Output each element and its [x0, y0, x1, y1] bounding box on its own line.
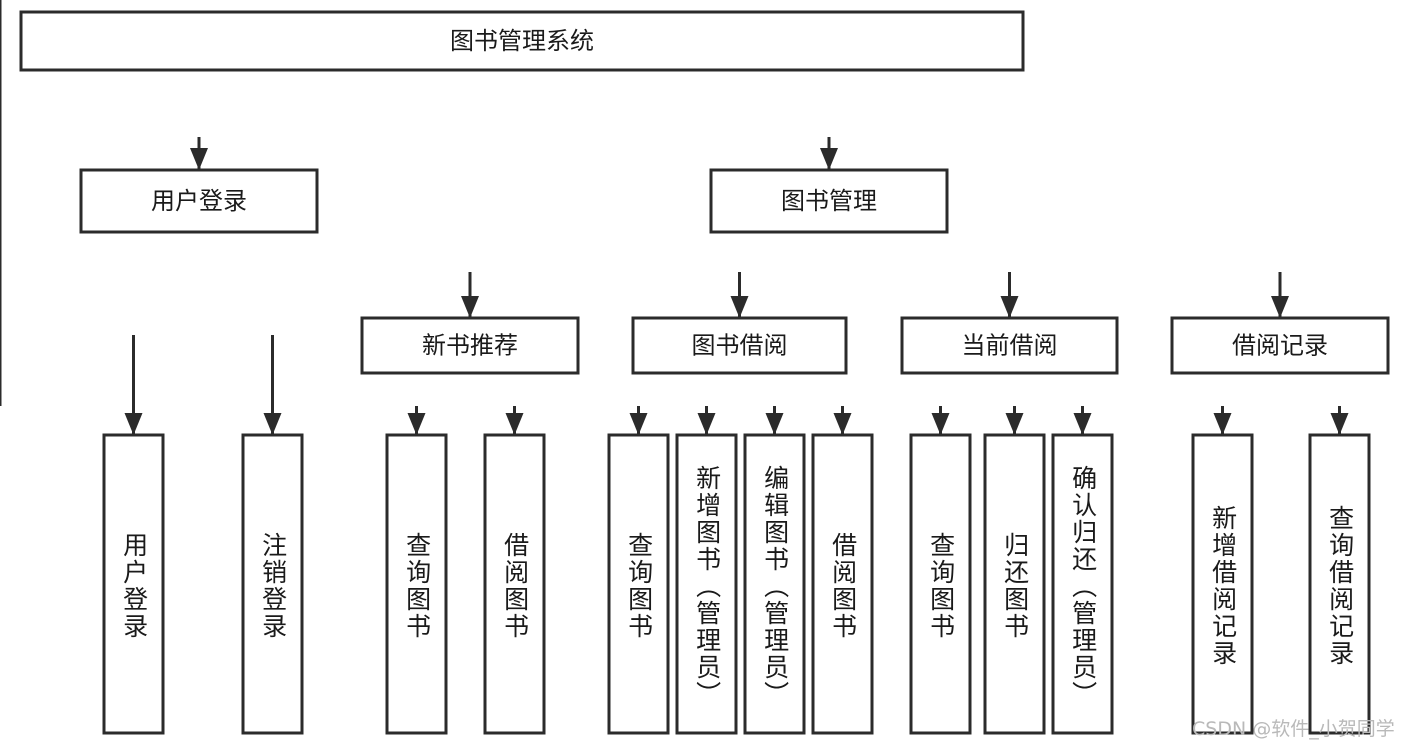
node-label-current-borrow: 当前借阅 — [962, 332, 1058, 360]
node-box-leaf-query-book-recommend[interactable] — [385, 433, 448, 735]
node-box-leaf-query-book-borrow[interactable] — [607, 433, 670, 735]
arrow-head — [263, 413, 282, 435]
node-boxes — [19, 10, 1390, 735]
arrow-head — [697, 413, 716, 435]
arrow-head — [1271, 296, 1289, 318]
node-box-leaf-borrow-book-recommend[interactable] — [483, 433, 546, 735]
csdn-watermark: CSDN @软件_小贺同学 — [1192, 718, 1395, 740]
arrow-head — [407, 413, 426, 435]
node-box-leaf-edit-book-admin[interactable] — [743, 433, 806, 735]
node-box-leaf-user-login[interactable] — [102, 433, 165, 735]
node-label-new-book-recommend: 新书推荐 — [422, 332, 518, 360]
node-label-borrow-record: 借阅记录 — [1232, 332, 1328, 360]
node-box-leaf-return-book[interactable] — [983, 433, 1046, 735]
arrow-head — [190, 148, 208, 170]
node-box-leaf-logout[interactable] — [241, 433, 304, 735]
arrow-head — [730, 296, 749, 318]
node-box-leaf-confirm-return-admin[interactable] — [1051, 433, 1114, 735]
node-box-leaf-add-book-admin[interactable] — [675, 433, 738, 735]
node-box-leaf-add-borrow-record[interactable] — [1191, 433, 1254, 735]
node-label-book-management: 图书管理 — [781, 187, 877, 215]
node-box-current-borrow[interactable] — [900, 316, 1119, 375]
connector-lines — [0, 0, 1349, 435]
node-box-leaf-borrow-book[interactable] — [811, 433, 874, 735]
arrow-head — [1005, 413, 1024, 435]
node-box-book-management[interactable] — [709, 168, 949, 234]
arrow-head — [931, 413, 950, 435]
arrow-head — [505, 413, 524, 435]
arrow-head — [629, 413, 648, 435]
arrow-head — [1330, 413, 1349, 435]
node-box-root[interactable] — [19, 10, 1025, 72]
arrow-head — [833, 413, 852, 435]
node-box-borrow-record[interactable] — [1170, 316, 1390, 375]
node-box-leaf-query-borrow-record[interactable] — [1308, 433, 1371, 735]
node-label-root: 图书管理系统 — [450, 27, 594, 55]
node-box-leaf-query-book-current[interactable] — [909, 433, 972, 735]
arrow-head — [1073, 413, 1092, 435]
arrow-head — [765, 413, 784, 435]
arrow-head — [461, 296, 479, 318]
node-label-user-login: 用户登录 — [151, 187, 247, 215]
arrow-head — [124, 413, 143, 435]
node-box-new-book-recommend[interactable] — [360, 316, 580, 375]
node-label-book-borrow: 图书借阅 — [692, 332, 788, 360]
arrow-head — [1213, 413, 1232, 435]
arrow-head — [820, 148, 838, 170]
node-box-book-borrow[interactable] — [631, 316, 848, 375]
arrow-head — [1000, 296, 1019, 318]
node-box-user-login[interactable] — [79, 168, 319, 234]
